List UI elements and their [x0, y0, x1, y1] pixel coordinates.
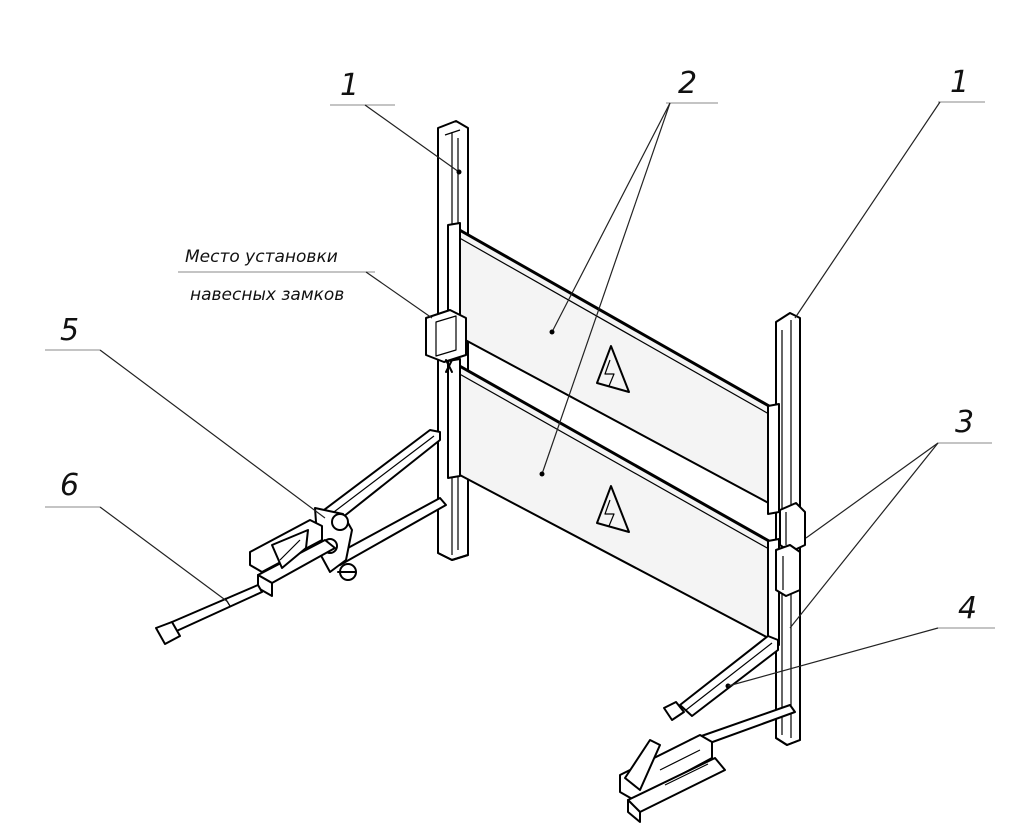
label-3-leader-upper — [805, 442, 939, 539]
padlock-note-leader — [365, 271, 433, 319]
label-1-left-leader — [364, 104, 460, 173]
right-brace — [663, 635, 796, 749]
lower-warning-sign — [596, 485, 630, 533]
label-3: 3 — [955, 405, 974, 440]
upper-warning-sign — [596, 345, 630, 393]
label-6-leader — [99, 506, 229, 603]
label-1-right: 1 — [950, 65, 969, 100]
label-6: 6 — [60, 468, 79, 503]
label-5: 5 — [60, 313, 79, 348]
label-4: 4 — [958, 591, 977, 626]
label-4-leader — [727, 627, 939, 687]
padlock-note-line2: навесных замков — [190, 285, 344, 305]
right-base — [619, 734, 726, 823]
label-2: 2 — [678, 66, 697, 101]
upper-panel — [447, 222, 780, 515]
left-brace — [314, 429, 447, 581]
label-1-right-leader — [794, 101, 941, 319]
label-1-left: 1 — [340, 68, 359, 103]
label-5-leader — [99, 349, 326, 519]
padlock-mount — [425, 309, 467, 373]
label-2-leader-upper — [551, 102, 671, 333]
right-hinges — [775, 502, 806, 597]
left-handle — [155, 584, 263, 645]
left-base — [249, 519, 336, 597]
label-2-leader-lower — [541, 102, 671, 475]
padlock-note-line1: Место установки — [185, 247, 338, 267]
label-3-leader-lower — [789, 442, 939, 629]
